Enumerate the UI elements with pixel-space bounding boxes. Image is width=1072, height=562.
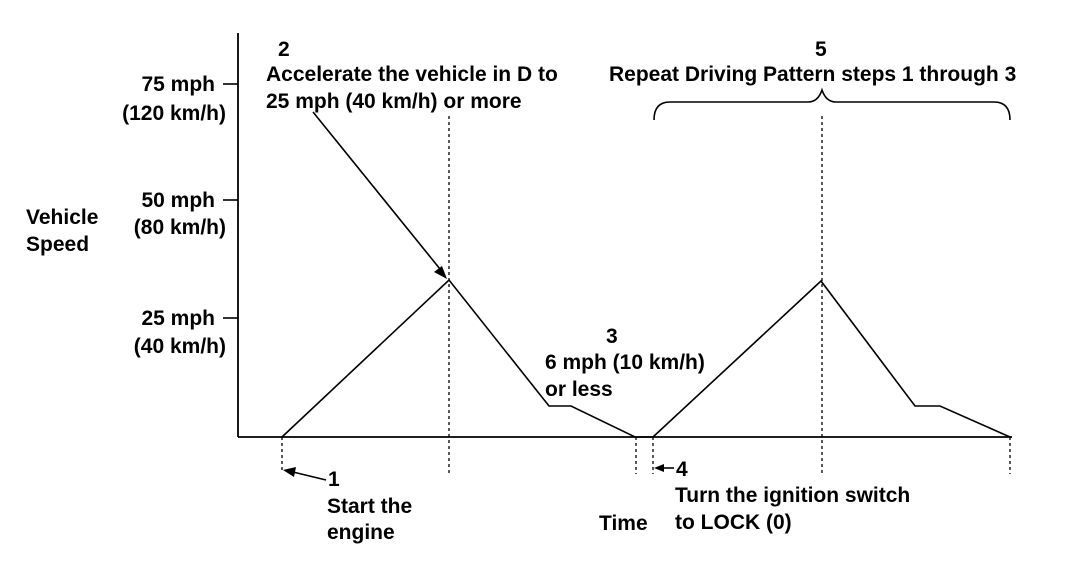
speed-profile-first (281, 278, 653, 438)
tick-label-40-kmh: (40 km/h) (134, 335, 226, 358)
step1-label-line2: engine (327, 521, 395, 544)
y-axis-label-line1: Vehicle (26, 206, 98, 229)
speed-profile-repeat (652, 279, 1011, 438)
step3-label-line2: or less (545, 378, 613, 401)
y-axis-label-line2: Speed (26, 233, 89, 256)
tick-label-50-mph: 50 mph (141, 189, 215, 212)
step4-label-line2: to LOCK (0) (675, 511, 792, 534)
tick-label-120-kmh: (120 km/h) (122, 102, 226, 125)
step5-label-line1: Repeat Driving Pattern steps 1 through 3 (609, 63, 1016, 86)
step1-label-line1: Start the (327, 495, 412, 518)
step5-number: 5 (815, 38, 827, 61)
step3-number: 3 (606, 325, 618, 348)
step2-arrowhead (434, 266, 447, 279)
step2-label-line1: Accelerate the vehicle in D to (266, 63, 558, 86)
step2-label-line2: 25 mph (40 km/h) or more (266, 90, 522, 113)
step1-leader (292, 471, 327, 481)
tick-label-75-mph: 75 mph (141, 73, 215, 96)
step1-number: 1 (328, 468, 340, 491)
step4-number: 4 (676, 458, 688, 481)
tick-label-80-kmh: (80 km/h) (134, 216, 226, 239)
step3-label-line1: 6 mph (10 km/h) (545, 351, 705, 374)
x-axis-label: Time (599, 512, 648, 535)
step4-label-line1: Turn the ignition switch (675, 484, 910, 507)
step4-arrowhead (654, 464, 664, 472)
step1-arrowhead (283, 467, 296, 477)
step2-number: 2 (278, 38, 290, 61)
tick-label-25-mph: 25 mph (141, 307, 215, 330)
step2-leader (312, 111, 441, 270)
step5-bracket (653, 87, 1011, 121)
